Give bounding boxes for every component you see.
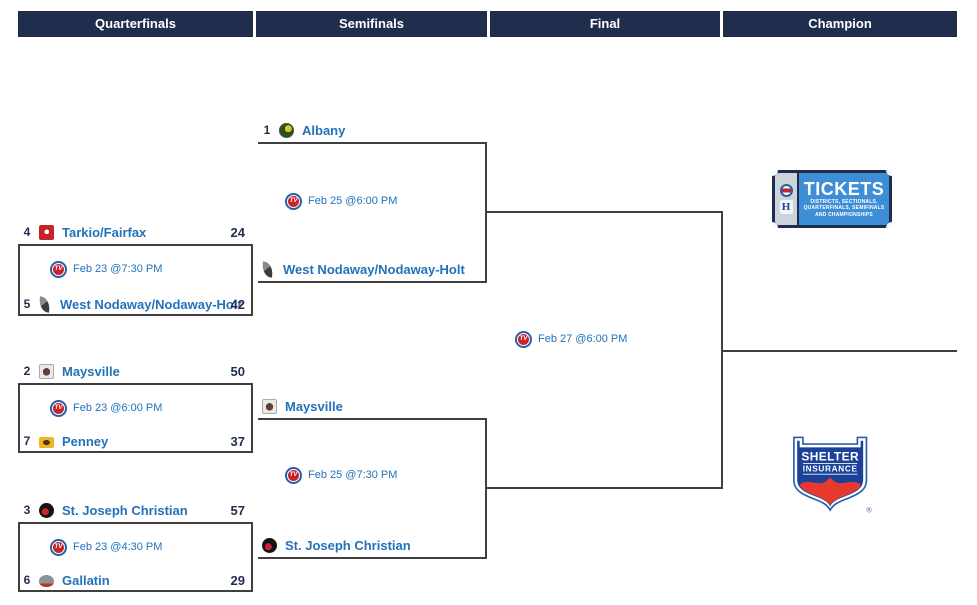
team-seed: 1 bbox=[263, 123, 271, 137]
tv-broadcast-icon: TV bbox=[285, 466, 302, 484]
shelter-wordmark: SHELTER bbox=[801, 450, 859, 464]
team-score: 24 bbox=[230, 224, 245, 240]
game-schedule-link[interactable]: TV Feb 25 @7:30 PM bbox=[285, 463, 397, 487]
team-link-penney[interactable]: Penney bbox=[62, 433, 109, 449]
tickets-subtitle: DISTRICTS, SECTIONALS, QUARTERFINALS, SE… bbox=[803, 198, 885, 218]
maysville-logo-icon bbox=[262, 398, 277, 414]
team-row: 7 Penney 37 bbox=[18, 431, 253, 451]
team-score: 37 bbox=[230, 433, 245, 449]
bracket-line bbox=[258, 418, 487, 420]
tv-broadcast-icon: TV bbox=[285, 192, 302, 210]
ticket-body: TICKETS DISTRICTS, SECTIONALS, QUARTERFI… bbox=[799, 173, 889, 225]
round-header-champion: Champion bbox=[723, 11, 957, 37]
game-schedule-text: Feb 23 @6:00 PM bbox=[73, 402, 163, 414]
bracket-line bbox=[258, 557, 487, 559]
team-seed: 3 bbox=[23, 503, 31, 517]
tv-broadcast-icon: TV bbox=[515, 330, 532, 348]
ticket-notch bbox=[772, 222, 778, 228]
round-header-semifinals: Semifinals bbox=[256, 11, 487, 37]
divider bbox=[802, 463, 858, 464]
team-row: 4 Tarkio/Fairfax 24 bbox=[18, 222, 253, 242]
st-joseph-christian-logo-icon bbox=[262, 537, 277, 553]
ticket-notch bbox=[886, 170, 892, 176]
champion-line bbox=[723, 350, 957, 352]
tv-broadcast-icon: TV bbox=[50, 399, 67, 417]
tv-broadcast-icon: TV bbox=[50, 260, 67, 278]
penney-logo-icon bbox=[39, 436, 54, 448]
tickets-title: TICKETS bbox=[803, 178, 885, 199]
team-link-st-joseph-christian[interactable]: St. Joseph Christian bbox=[62, 502, 188, 518]
game-schedule-text: Feb 23 @4:30 PM bbox=[73, 541, 163, 553]
game-schedule-text: Feb 23 @7:30 PM bbox=[73, 263, 163, 275]
divider bbox=[802, 473, 858, 475]
bracket-line bbox=[487, 211, 723, 213]
team-row: 1 Albany bbox=[258, 120, 487, 140]
round-header-quarterfinals: Quarterfinals bbox=[18, 11, 253, 37]
ticket-shape: H TICKETS DISTRICTS, SECTIONALS, QUARTER… bbox=[775, 173, 889, 225]
ticket-stub: H bbox=[775, 173, 799, 225]
tarkio-fairfax-logo-icon bbox=[39, 224, 54, 240]
quarterfinal-match-box-2 bbox=[18, 383, 253, 453]
team-link-west-nodaway[interactable]: West Nodaway/Nodaway-Holt bbox=[283, 261, 465, 277]
game-schedule-link[interactable]: TV Feb 23 @7:30 PM bbox=[50, 257, 162, 281]
team-row: Maysville bbox=[258, 396, 487, 416]
game-schedule-text: Feb 27 @6:00 PM bbox=[538, 333, 628, 345]
team-row: 6 Gallatin 29 bbox=[18, 570, 253, 590]
bracket-line bbox=[258, 281, 487, 283]
team-link-st-joseph-christian[interactable]: St. Joseph Christian bbox=[285, 537, 411, 553]
bracket-line bbox=[485, 142, 487, 283]
round-header-final: Final bbox=[490, 11, 720, 37]
team-link-gallatin[interactable]: Gallatin bbox=[62, 572, 110, 588]
team-link-maysville[interactable]: Maysville bbox=[285, 398, 343, 414]
team-seed: 4 bbox=[23, 225, 31, 239]
team-row: St. Joseph Christian bbox=[258, 535, 487, 555]
team-score: 50 bbox=[230, 363, 245, 379]
maysville-logo-icon bbox=[39, 363, 54, 379]
tickets-sponsor-banner[interactable]: H TICKETS DISTRICTS, SECTIONALS, QUARTER… bbox=[772, 170, 892, 228]
team-seed: 5 bbox=[23, 297, 31, 311]
team-link-west-nodaway[interactable]: West Nodaway/Nodaway-Holt bbox=[60, 296, 242, 312]
west-nodaway-logo-icon bbox=[261, 260, 274, 278]
game-schedule-text: Feb 25 @7:30 PM bbox=[308, 469, 398, 481]
team-link-tarkio-fairfax[interactable]: Tarkio/Fairfax bbox=[62, 224, 147, 240]
game-schedule-link[interactable]: TV Feb 23 @4:30 PM bbox=[50, 535, 162, 559]
team-score: 57 bbox=[230, 502, 245, 518]
team-link-maysville[interactable]: Maysville bbox=[62, 363, 120, 379]
team-row: 3 St. Joseph Christian 57 bbox=[18, 500, 253, 520]
bracket-line bbox=[487, 487, 723, 489]
shield-red-wave bbox=[799, 477, 861, 506]
albany-logo-icon bbox=[279, 122, 294, 138]
quarterfinal-match-box-1 bbox=[18, 244, 253, 316]
bracket-line bbox=[485, 418, 487, 559]
hudl-h-logo-icon: H bbox=[779, 200, 793, 214]
gallatin-logo-icon bbox=[39, 575, 54, 587]
quarterfinal-match-box-3 bbox=[18, 522, 253, 592]
team-row: 2 Maysville 50 bbox=[18, 361, 253, 381]
west-nodaway-logo-icon bbox=[38, 295, 51, 313]
registered-trademark-symbol: ® bbox=[866, 506, 872, 515]
game-schedule-link[interactable]: TV Feb 27 @6:00 PM bbox=[515, 327, 627, 351]
insurance-wordmark: INSURANCE bbox=[803, 465, 858, 474]
bracket-line bbox=[721, 211, 723, 489]
team-row: West Nodaway/Nodaway-Holt bbox=[258, 259, 487, 279]
game-schedule-link[interactable]: TV Feb 25 @6:00 PM bbox=[285, 189, 397, 213]
game-schedule-link[interactable]: TV Feb 23 @6:00 PM bbox=[50, 396, 162, 420]
team-row: 5 West Nodaway/Nodaway-Holt 42 bbox=[18, 294, 253, 314]
team-score: 42 bbox=[230, 296, 245, 312]
shelter-insurance-sponsor-logo[interactable]: SHELTER INSURANCE ® bbox=[788, 435, 874, 515]
game-schedule-text: Feb 25 @6:00 PM bbox=[308, 195, 398, 207]
team-seed: 2 bbox=[23, 364, 31, 378]
tv-broadcast-icon: TV bbox=[50, 538, 67, 556]
team-seed: 6 bbox=[23, 573, 31, 587]
ticket-notch bbox=[886, 222, 892, 228]
team-link-albany[interactable]: Albany bbox=[302, 122, 346, 138]
st-joseph-christian-logo-icon bbox=[39, 502, 54, 518]
team-seed: 7 bbox=[23, 434, 31, 448]
mshsaa-logo-icon bbox=[779, 184, 793, 197]
ticket-notch bbox=[772, 170, 778, 176]
bracket-line bbox=[258, 142, 487, 144]
team-score: 29 bbox=[230, 572, 245, 588]
